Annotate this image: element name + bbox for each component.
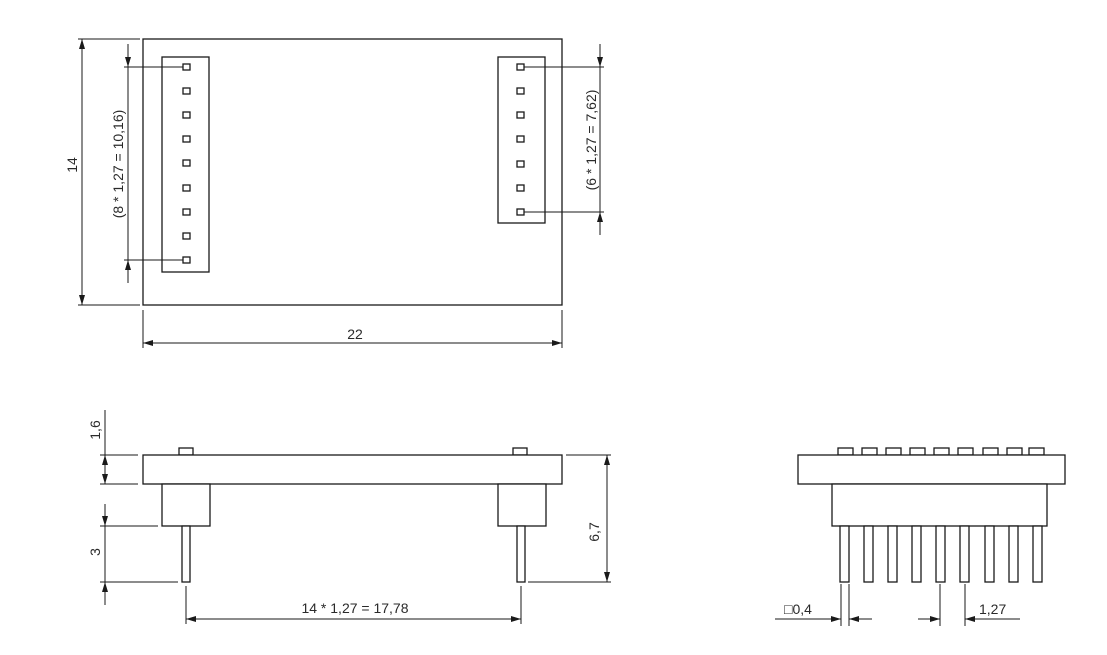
pin — [839, 525, 850, 583]
pin-pitch-label: 1,27 — [979, 601, 1006, 617]
total-height-label: 6,7 — [586, 522, 602, 542]
board-thickness-label: 1,6 — [87, 420, 103, 440]
dimension-pin-size: □0,4 — [775, 584, 872, 626]
pin-pad — [182, 87, 191, 95]
dimension-pin-pitch: 1,27 — [918, 584, 1020, 626]
left-pin-tip — [178, 447, 194, 456]
pin — [1008, 525, 1019, 583]
dimension-header-spacing: 14 * 1,27 = 17,78 — [185, 586, 522, 624]
pin-tip — [1028, 447, 1045, 456]
pin-pad — [516, 184, 525, 192]
dimension-board-height: 14 — [64, 38, 140, 306]
pin — [1032, 525, 1043, 583]
pin-length-label: 3 — [87, 548, 103, 556]
dimension-right-header-span: (6 * 1,27 = 7,62) — [524, 44, 604, 235]
pin — [887, 525, 898, 583]
dimension-board-width: 22 — [142, 310, 563, 348]
left-header-span-label: (8 * 1,27 = 10,16) — [110, 110, 126, 219]
pin-pad — [182, 63, 191, 71]
board-width-label: 22 — [347, 326, 363, 342]
pin-tip — [861, 447, 878, 456]
board-side — [142, 454, 563, 485]
pin-tip — [885, 447, 902, 456]
end-view-pin-tips — [837, 447, 1045, 456]
pin-tip — [1006, 447, 1023, 456]
dimension-pin-length: 3 — [87, 504, 178, 605]
pin-tip — [957, 447, 974, 456]
pin-pad — [182, 184, 191, 192]
dimension-total-height: 6,7 — [528, 454, 611, 583]
side-view: 1,6 3 6,7 14 * 1,27 = 17,78 — [87, 410, 611, 624]
pin-tip — [933, 447, 950, 456]
header-body-end — [831, 483, 1048, 527]
right-header-span-label: (6 * 1,27 = 7,62) — [583, 90, 599, 191]
pin-tip — [909, 447, 926, 456]
pin-pad — [516, 160, 525, 168]
end-view: □0,4 1,27 — [775, 447, 1066, 626]
left-header-body — [161, 483, 211, 527]
pin — [959, 525, 970, 583]
pin-pad — [182, 256, 191, 264]
board-outline — [142, 38, 563, 306]
dimension-board-thickness: 1,6 — [87, 410, 138, 485]
pin-pad — [516, 135, 525, 143]
pin-pad — [182, 208, 191, 216]
right-header-body — [497, 483, 547, 527]
left-pin — [181, 525, 191, 583]
board-end — [797, 454, 1066, 485]
pin-tip — [982, 447, 999, 456]
end-view-pins — [839, 525, 1043, 583]
pin-pad — [516, 63, 525, 71]
pin-pad — [182, 111, 191, 119]
right-pin-tip — [512, 447, 528, 456]
pin-pad — [516, 208, 525, 216]
pin — [863, 525, 874, 583]
pin-pad — [516, 111, 525, 119]
pin — [935, 525, 946, 583]
pin-pad — [182, 232, 191, 240]
right-pin — [516, 525, 526, 583]
pin — [911, 525, 922, 583]
board-height-label: 14 — [64, 157, 80, 173]
pin — [984, 525, 995, 583]
header-spacing-label: 14 * 1,27 = 17,78 — [301, 600, 408, 616]
top-view: 14 (8 * 1,27 = 10,16) (6 * 1,27 = 7,62) … — [64, 38, 604, 348]
pin-tip — [837, 447, 854, 456]
dimension-left-header-span: (8 * 1,27 = 10,16) — [110, 44, 183, 283]
pin-pad — [516, 87, 525, 95]
pin-size-label: □0,4 — [784, 601, 812, 617]
pin-pad — [182, 159, 191, 167]
left-header-pins — [182, 63, 191, 264]
pin-pad — [182, 135, 191, 143]
